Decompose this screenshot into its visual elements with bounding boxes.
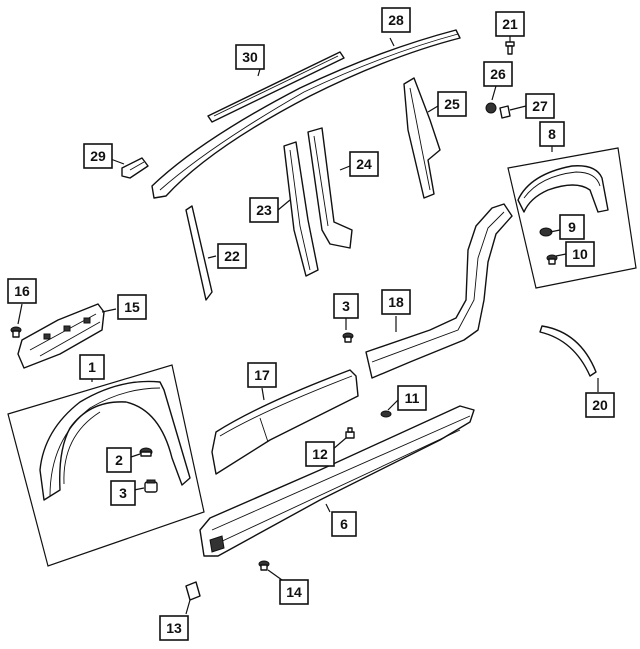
callout-27[interactable]: 27: [525, 93, 555, 119]
fastener-part-3-upper[interactable]: [342, 332, 354, 343]
clip-part-2[interactable]: [139, 447, 153, 457]
fastener-part-3-lower[interactable]: [144, 479, 158, 493]
callout-22[interactable]: 22: [217, 243, 247, 269]
callout-10[interactable]: 10: [565, 241, 595, 267]
svg-text:18: 18: [388, 294, 404, 310]
svg-text:16: 16: [14, 283, 30, 299]
callout-21[interactable]: 21: [495, 11, 525, 37]
screw-part-14[interactable]: [258, 560, 270, 571]
callout-14[interactable]: 14: [279, 579, 309, 605]
clip-part-11[interactable]: [380, 410, 392, 418]
fender-flare-group-frame: [7, 364, 205, 567]
svg-text:26: 26: [490, 66, 506, 82]
callout-25[interactable]: 25: [437, 91, 467, 117]
rear-quarter-molding-18[interactable]: [365, 203, 513, 379]
svg-text:22: 22: [224, 248, 240, 264]
callout-8[interactable]: 8: [539, 121, 565, 147]
pillar-applique-25[interactable]: [403, 77, 441, 199]
screw-part-10[interactable]: [546, 254, 558, 265]
clip-part-29[interactable]: [121, 157, 149, 179]
svg-text:13: 13: [166, 620, 182, 636]
callout-15[interactable]: 15: [117, 294, 147, 320]
mounting-bracket-15[interactable]: [17, 303, 105, 369]
door-molding-17[interactable]: [211, 369, 359, 475]
callout-30[interactable]: 30: [235, 44, 265, 70]
svg-text:6: 6: [340, 516, 348, 532]
callout-12[interactable]: 12: [305, 441, 335, 467]
door-frame-molding-23[interactable]: [283, 141, 319, 277]
roof-strip-30[interactable]: [207, 51, 345, 123]
callout-28[interactable]: 28: [381, 7, 411, 33]
pillar-trim-22[interactable]: [185, 205, 213, 301]
rocker-panel-molding-6[interactable]: [199, 405, 475, 557]
svg-text:14: 14: [286, 584, 302, 600]
svg-text:12: 12: [312, 446, 328, 462]
roof-molding-28[interactable]: [151, 29, 461, 199]
svg-text:2: 2: [115, 452, 123, 468]
screw-part-21[interactable]: [505, 41, 515, 55]
svg-text:11: 11: [405, 390, 420, 406]
svg-text:25: 25: [444, 96, 460, 112]
bracket-part-13[interactable]: [185, 581, 201, 601]
fender-flare-front[interactable]: [39, 380, 191, 501]
callout-6[interactable]: 6: [331, 511, 357, 537]
svg-text:9: 9: [568, 219, 576, 235]
callout-17[interactable]: 17: [247, 362, 277, 388]
svg-text:15: 15: [124, 299, 140, 315]
svg-text:28: 28: [388, 12, 404, 28]
callout-20[interactable]: 20: [585, 392, 615, 418]
svg-text:21: 21: [502, 16, 518, 32]
leader-lines: [17, 36, 599, 615]
nut-part-26[interactable]: [485, 102, 497, 114]
clip-part-12[interactable]: [345, 427, 355, 439]
svg-text:8: 8: [548, 126, 556, 142]
callout-23[interactable]: 23: [249, 197, 279, 223]
callout-24[interactable]: 24: [349, 151, 379, 177]
clip-part-27[interactable]: [499, 105, 511, 119]
svg-text:20: 20: [592, 397, 608, 413]
svg-text:23: 23: [256, 202, 272, 218]
svg-text:3: 3: [342, 298, 350, 314]
wheel-opening-molding-20[interactable]: [539, 325, 597, 377]
callout-1[interactable]: 1: [79, 354, 105, 380]
rear-flare-group-frame: [507, 147, 637, 289]
svg-text:10: 10: [572, 246, 588, 262]
svg-text:30: 30: [242, 49, 258, 65]
svg-text:3: 3: [119, 485, 127, 501]
svg-text:1: 1: [88, 359, 96, 375]
callout-26[interactable]: 26: [483, 61, 513, 87]
callout-16[interactable]: 16: [7, 278, 37, 304]
callout-9[interactable]: 9: [559, 214, 585, 240]
door-frame-molding-24[interactable]: [307, 127, 353, 249]
svg-text:24: 24: [356, 156, 372, 172]
callout-3-lower[interactable]: 3: [110, 480, 136, 506]
callout-13[interactable]: 13: [159, 615, 189, 641]
svg-text:17: 17: [254, 367, 270, 383]
svg-text:29: 29: [90, 148, 106, 164]
callout-18[interactable]: 18: [381, 289, 411, 315]
callout-3-upper[interactable]: 3: [333, 293, 359, 319]
callout-2[interactable]: 2: [106, 447, 132, 473]
fender-flare-rear[interactable]: [517, 165, 609, 213]
screw-part-16[interactable]: [10, 326, 22, 338]
callout-11[interactable]: 11: [397, 385, 427, 411]
svg-text:27: 27: [532, 98, 548, 114]
callout-29[interactable]: 29: [83, 143, 113, 169]
